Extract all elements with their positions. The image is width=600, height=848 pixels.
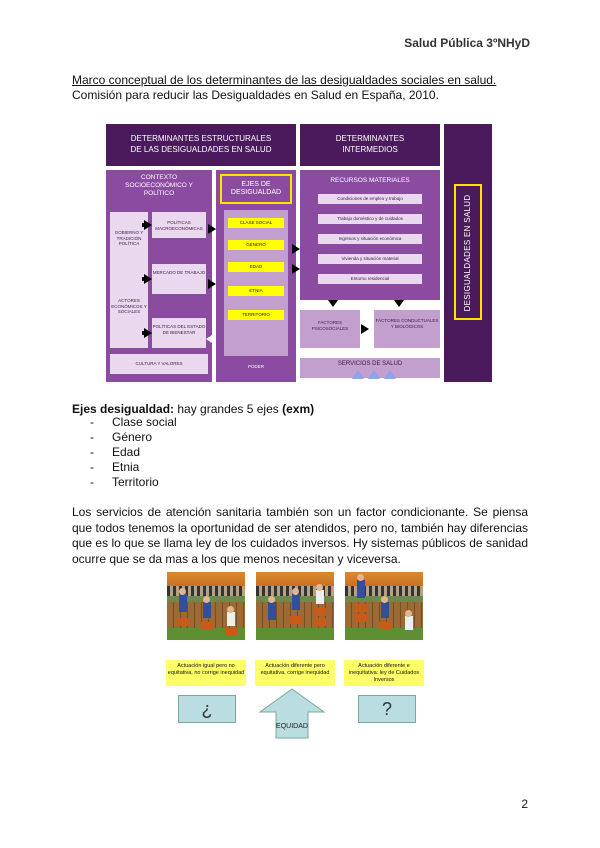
equality-panel [167, 572, 245, 640]
politicas-macro: POLÍTICAS MACROECONÓMICAS [152, 212, 206, 238]
context-block: CONTEXTO SOCIOECONÓMICO Y POLÍTICO GOBIE… [106, 170, 212, 382]
question-box-left: ¿ [178, 695, 236, 723]
recurso-ingresos: Ingresos y situación económica [318, 234, 422, 244]
page-number: 2 [521, 797, 528, 811]
list-item: -Edad [90, 445, 141, 459]
servicios-salud: SERVICIOS DE SALUD [300, 358, 440, 378]
politicas-estado: POLÍTICAS DEL ESTADO DE BIENESTAR [152, 318, 206, 348]
recursos-title: RECURSOS MATERIALES [330, 177, 410, 184]
ejes-block: EJES DE DESIGUALDAD CLASE SOCIAL GÉNERO … [216, 170, 296, 382]
recurso-empleo: Condiciones de empleo y trabajo [318, 194, 422, 204]
framework-source: Comisión para reducir las Desigualdades … [72, 88, 439, 102]
axes-note: (exm) [282, 402, 315, 416]
determinants-diagram: DETERMINANTES ESTRUCTURALES DE LAS DESIG… [106, 124, 492, 382]
context-title: CONTEXTO SOCIOECONÓMICO Y POLÍTICO [125, 174, 193, 197]
eje-clase-social: CLASE SOCIAL [228, 218, 284, 228]
eje-edad: EDAD [228, 262, 284, 272]
course-header: Salud Pública 3ºNHyD [404, 36, 530, 50]
framework-title: Marco conceptual de los determinantes de… [72, 73, 497, 87]
caption-equity: Actuación diferente pero equitativa, cor… [255, 660, 335, 686]
recursos-block: RECURSOS MATERIALES Condiciones de emple… [300, 170, 440, 300]
health-services-paragraph: Los servicios de atención sanitaria tamb… [72, 505, 528, 566]
health-inequalities-column: DESIGUALDADES EN SALUD [444, 124, 492, 382]
caption-equality: Actuación igual pero no equitativa, no c… [166, 660, 246, 686]
intermediate-header: DETERMINANTES INTERMEDIOS [300, 124, 440, 166]
gobierno-label: GOBIERNO Y TRADICIÓN POLÍTICA [114, 230, 144, 246]
health-inequalities-label: DESIGUALDADES EN SALUD [463, 194, 472, 312]
factores-psicosociales: FACTORES PSICOSOCIALES [300, 310, 360, 348]
list-item: -Territorio [90, 475, 159, 489]
mercado-trabajo: MERCADO DE TRABAJO [152, 264, 206, 294]
eje-genero: GÉNERO [228, 240, 284, 250]
cultura-valores: CULTURA Y VALORES [110, 354, 208, 374]
equity-up-arrow-icon: EQUIDAD [258, 688, 326, 739]
list-item: -Género [90, 430, 153, 444]
intro: Marco conceptual de los determinantes de… [72, 73, 496, 103]
axes-text: hay grandes 5 ejes [174, 402, 283, 416]
equity-label: EQUIDAD [276, 723, 308, 730]
axes-heading: Ejes desigualdad: hay grandes 5 ejes (ex… [72, 402, 314, 416]
axes-list: -Clase social -Género -Edad -Etnia -Terr… [90, 415, 177, 490]
structural-header: DETERMINANTES ESTRUCTURALES DE LAS DESIG… [106, 124, 296, 166]
question-box-right: ? [358, 695, 416, 723]
actores-label: ACTORES ECONÓMICOS Y SOCIALES [111, 298, 147, 314]
eje-territorio: TERRITORIO [228, 310, 284, 320]
axes-label: Ejes desigualdad: [72, 402, 175, 416]
recurso-domestico: Trabajo doméstico y de cuidados [318, 214, 422, 224]
list-item: -Clase social [90, 415, 177, 429]
factores-conductuales: FACTORES CONDUCTUALES Y BIOLÓGICOS [374, 310, 440, 348]
inverse-care-panel [345, 572, 423, 640]
poder-label: PODER [247, 364, 264, 369]
equity-panel [256, 572, 334, 640]
eje-etnia: ETNIA [228, 286, 284, 296]
recurso-vivienda: Vivienda y situación material [318, 254, 422, 264]
list-item: -Etnia [90, 460, 140, 474]
recurso-entorno: Entorno residencial [318, 274, 422, 284]
caption-inverse-care: Actuación diferente e inequitativa: ley … [344, 660, 424, 686]
ejes-title: EJES DE DESIGUALDAD [220, 174, 292, 204]
